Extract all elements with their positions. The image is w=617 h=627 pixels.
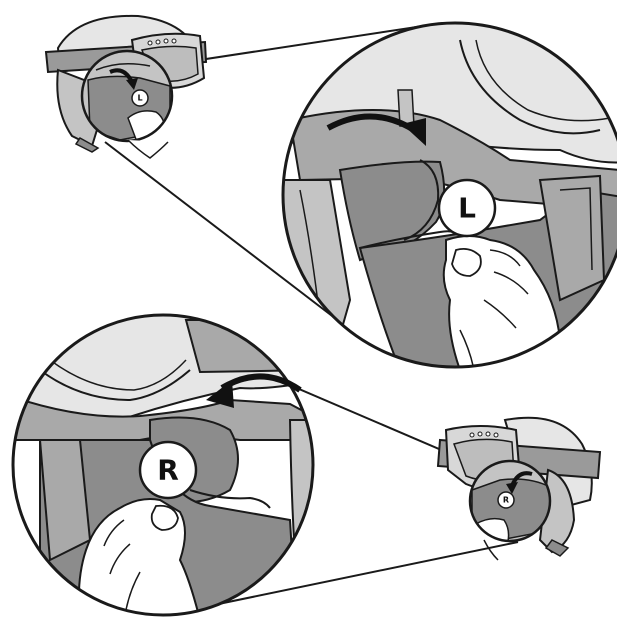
right-label-badge: R [140, 442, 196, 498]
zoom-detail-left: L [270, 20, 617, 370]
right-label: R [157, 454, 179, 487]
right-label-small: R [503, 496, 509, 505]
left-label-badge: L [439, 180, 495, 236]
helmet-thumbnail-left: L [46, 16, 206, 158]
helmet-thumbnail-right: R [438, 418, 600, 560]
left-label: L [458, 192, 476, 225]
left-label-small: L [137, 94, 142, 103]
zoom-detail-right: R [10, 310, 320, 620]
